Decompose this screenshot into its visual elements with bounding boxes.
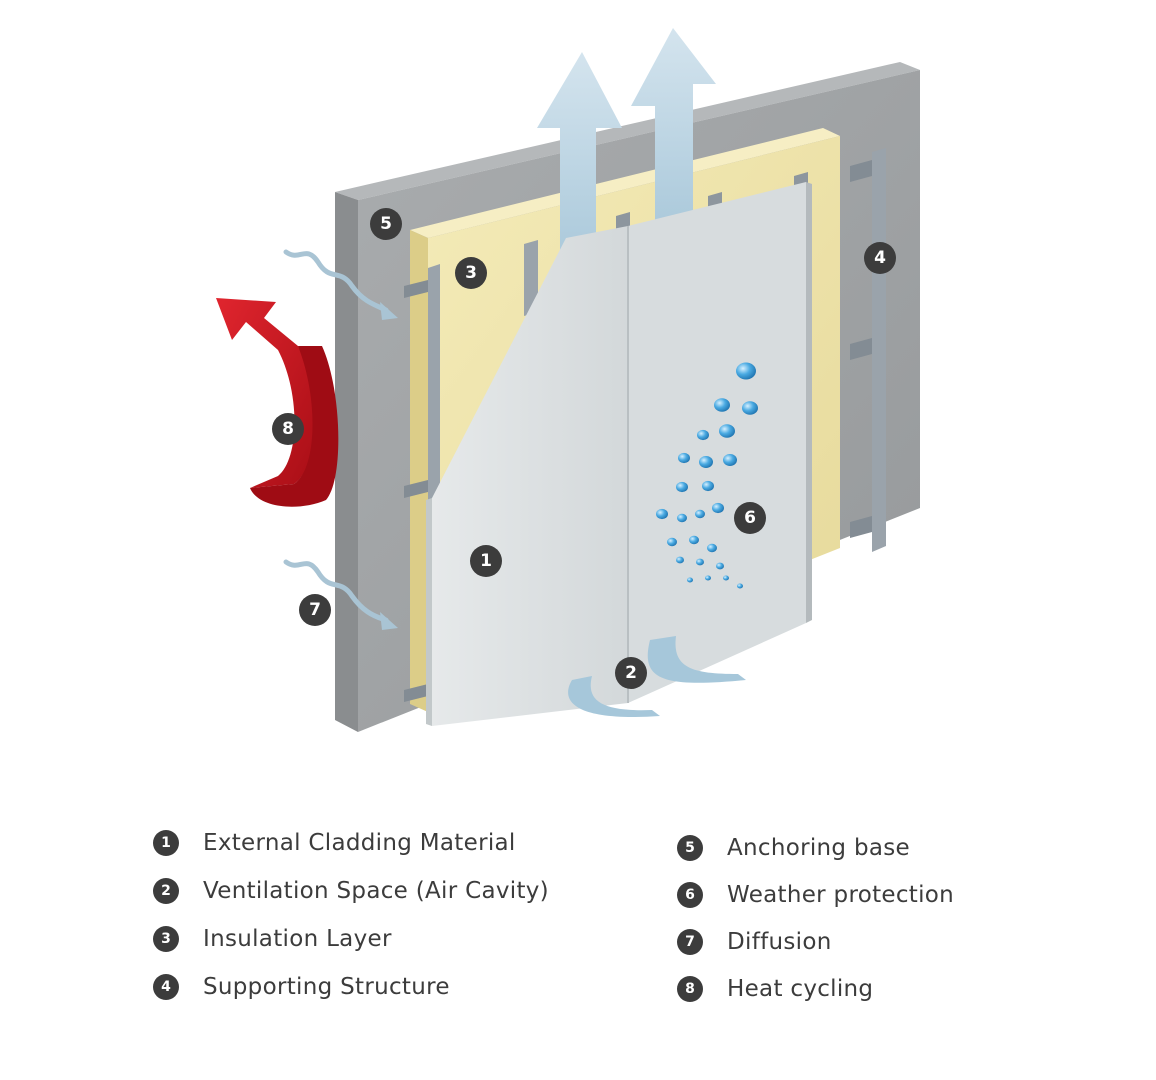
diffusion-arrowheads: [380, 302, 398, 630]
airflow-bottom-arrows: [568, 636, 746, 718]
legend-label: Anchoring base: [727, 835, 910, 861]
badge-2: 2: [615, 657, 647, 689]
heat-cycling-arrow: [216, 298, 339, 507]
legend-item-4: 4 Supporting Structure: [153, 974, 549, 1000]
svg-text:7: 7: [309, 600, 321, 620]
legend-item-1: 1 External Cladding Material: [153, 830, 549, 856]
legend-right-column: 5 Anchoring base 6 Weather protection 7 …: [677, 835, 954, 1002]
legend-left-column: 1 External Cladding Material 2 Ventilati…: [153, 830, 549, 1000]
legend-label: Diffusion: [727, 929, 832, 955]
facade-diagram: 1 2 3 4 5 6 7 8: [216, 28, 920, 732]
diffusion-arrows: [283, 249, 389, 623]
water-drop: [697, 429, 709, 441]
legend-label: Ventilation Space (Air Cavity): [203, 878, 549, 904]
water-drop: [689, 535, 699, 545]
airflow-up-arrows: [537, 28, 716, 268]
water-drop: [695, 509, 705, 519]
legend-item-7: 7 Diffusion: [677, 929, 954, 955]
svg-text:1: 1: [480, 551, 492, 571]
water-drop: [716, 562, 724, 570]
water-drop: [736, 362, 756, 380]
legend-label: Insulation Layer: [203, 926, 392, 952]
legend-label: Heat cycling: [727, 976, 874, 1002]
water-drop: [707, 543, 717, 553]
badge-5: 5: [370, 208, 402, 240]
water-drop: [676, 556, 684, 564]
legend-number: 8: [677, 976, 703, 1002]
legend-number: 3: [153, 926, 179, 952]
legend-number: 1: [153, 830, 179, 856]
water-drop: [737, 583, 743, 589]
legend-number: 5: [677, 835, 703, 861]
badge-6: 6: [734, 502, 766, 534]
legend-number: 7: [677, 929, 703, 955]
svg-text:2: 2: [625, 663, 637, 683]
legend-number: 2: [153, 878, 179, 904]
water-drop: [719, 424, 735, 438]
water-drop: [702, 480, 714, 492]
legend-item-6: 6 Weather protection: [677, 882, 954, 908]
legend-label: Weather protection: [727, 882, 955, 908]
water-drop: [656, 508, 668, 520]
badge-1: 1: [470, 545, 502, 577]
water-drop: [712, 502, 724, 514]
water-drop: [678, 452, 690, 464]
water-drop: [723, 454, 737, 466]
water-drop: [714, 398, 730, 412]
water-drop: [723, 575, 729, 581]
water-drop: [705, 575, 711, 581]
water-drop: [696, 558, 704, 566]
svg-text:4: 4: [874, 248, 886, 268]
svg-text:8: 8: [282, 419, 294, 439]
cladding-panels: [426, 182, 812, 726]
legend-label: Supporting Structure: [203, 974, 450, 1000]
legend-item-2: 2 Ventilation Space (Air Cavity): [153, 878, 549, 904]
water-drop: [667, 537, 677, 547]
svg-text:6: 6: [744, 508, 756, 528]
badge-3: 3: [455, 257, 487, 289]
water-drops: [656, 362, 758, 589]
svg-text:5: 5: [380, 214, 392, 234]
legend-number: 6: [677, 882, 703, 908]
legend-item-5: 5 Anchoring base: [677, 835, 954, 861]
legend-number: 4: [153, 974, 179, 1000]
badge-4: 4: [864, 242, 896, 274]
badge-8: 8: [272, 413, 304, 445]
water-drop: [699, 456, 713, 468]
water-drop: [687, 577, 693, 583]
water-drop: [676, 481, 688, 493]
support-rail-middle: [524, 240, 538, 316]
water-drop: [677, 513, 687, 523]
legend-item-8: 8 Heat cycling: [677, 976, 954, 1002]
legend-label: External Cladding Material: [203, 830, 516, 856]
legend-item-3: 3 Insulation Layer: [153, 926, 549, 952]
water-drop: [742, 401, 758, 415]
badge-7: 7: [299, 594, 331, 626]
svg-text:3: 3: [465, 263, 477, 283]
